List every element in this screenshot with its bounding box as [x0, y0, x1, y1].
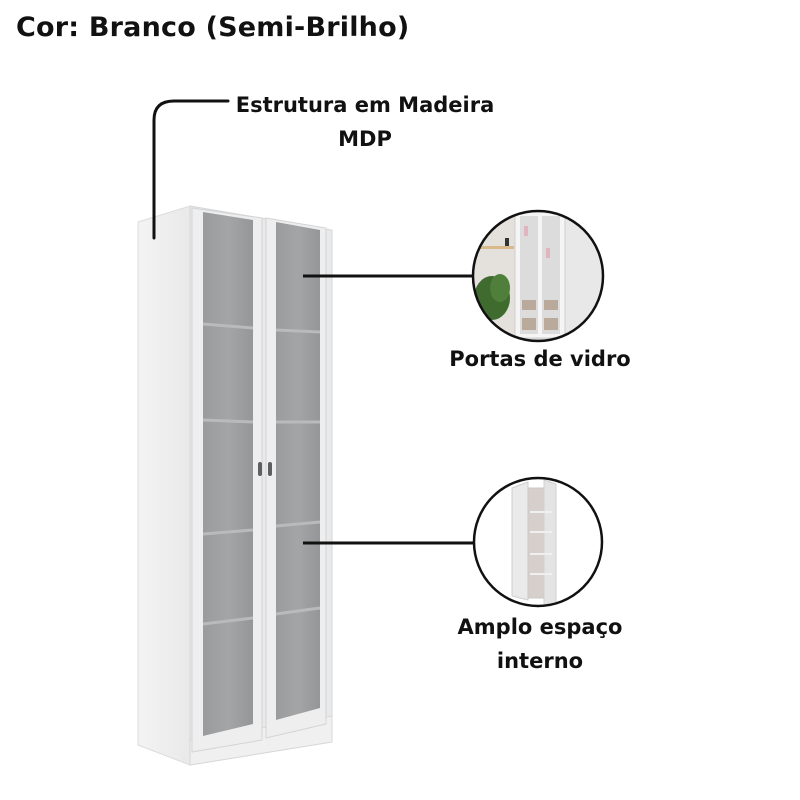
doors-label: Portas de vidro [449, 347, 631, 371]
left-door-glass [203, 212, 253, 736]
right-door-glass [276, 222, 320, 720]
space-label: Amplo espaço interno [420, 610, 660, 678]
doors-photo-circle [471, 209, 605, 343]
structure-label-line1: Estrutura em Madeira [235, 93, 495, 117]
shelves [202, 322, 321, 626]
cabinet [137, 205, 333, 766]
structure-label-line2: MDP [338, 127, 392, 151]
cabinet-side-panel [137, 205, 191, 766]
structure-label: Estrutura em Madeira MDP [220, 88, 510, 156]
space-label-line1: Amplo espaço [457, 615, 623, 639]
space-label-line2: interno [496, 649, 584, 673]
structure-callout-line [152, 99, 230, 240]
open-cabinet-circle [472, 476, 604, 608]
door-handles [258, 462, 272, 476]
page-title: Cor: Branco (Semi-Brilho) [16, 12, 410, 43]
